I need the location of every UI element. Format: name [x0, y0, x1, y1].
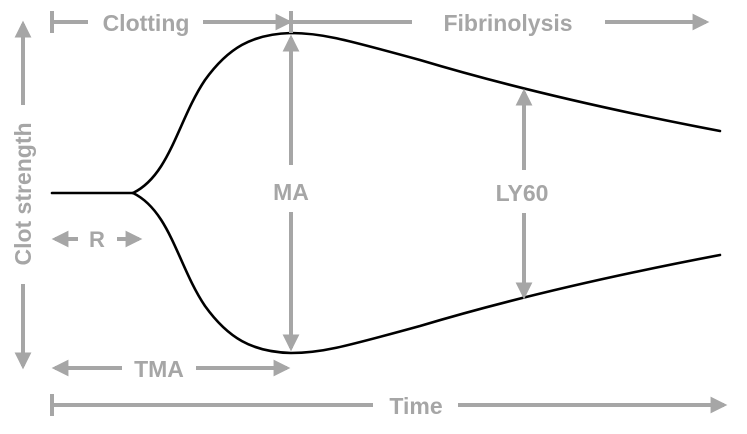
ly60-label: LY60 — [496, 180, 549, 206]
ma-label: MA — [273, 179, 309, 205]
time-axis-label: Time — [389, 393, 442, 419]
fibrinolysis-arrow — [289, 11, 710, 33]
upper-tracing-curve — [131, 31, 722, 195]
tma-label: TMA — [134, 356, 184, 382]
tracing-curves — [50, 31, 722, 355]
r-label: R — [89, 227, 105, 252]
lower-tracing-curve — [131, 191, 722, 355]
time-axis-arrow — [50, 394, 728, 416]
clotting-label: Clotting — [103, 10, 190, 36]
clotting-arrow — [50, 11, 293, 33]
clot-strength-axis-label: Clot strength — [10, 122, 36, 265]
fibrinolysis-label: Fibrinolysis — [443, 10, 572, 36]
